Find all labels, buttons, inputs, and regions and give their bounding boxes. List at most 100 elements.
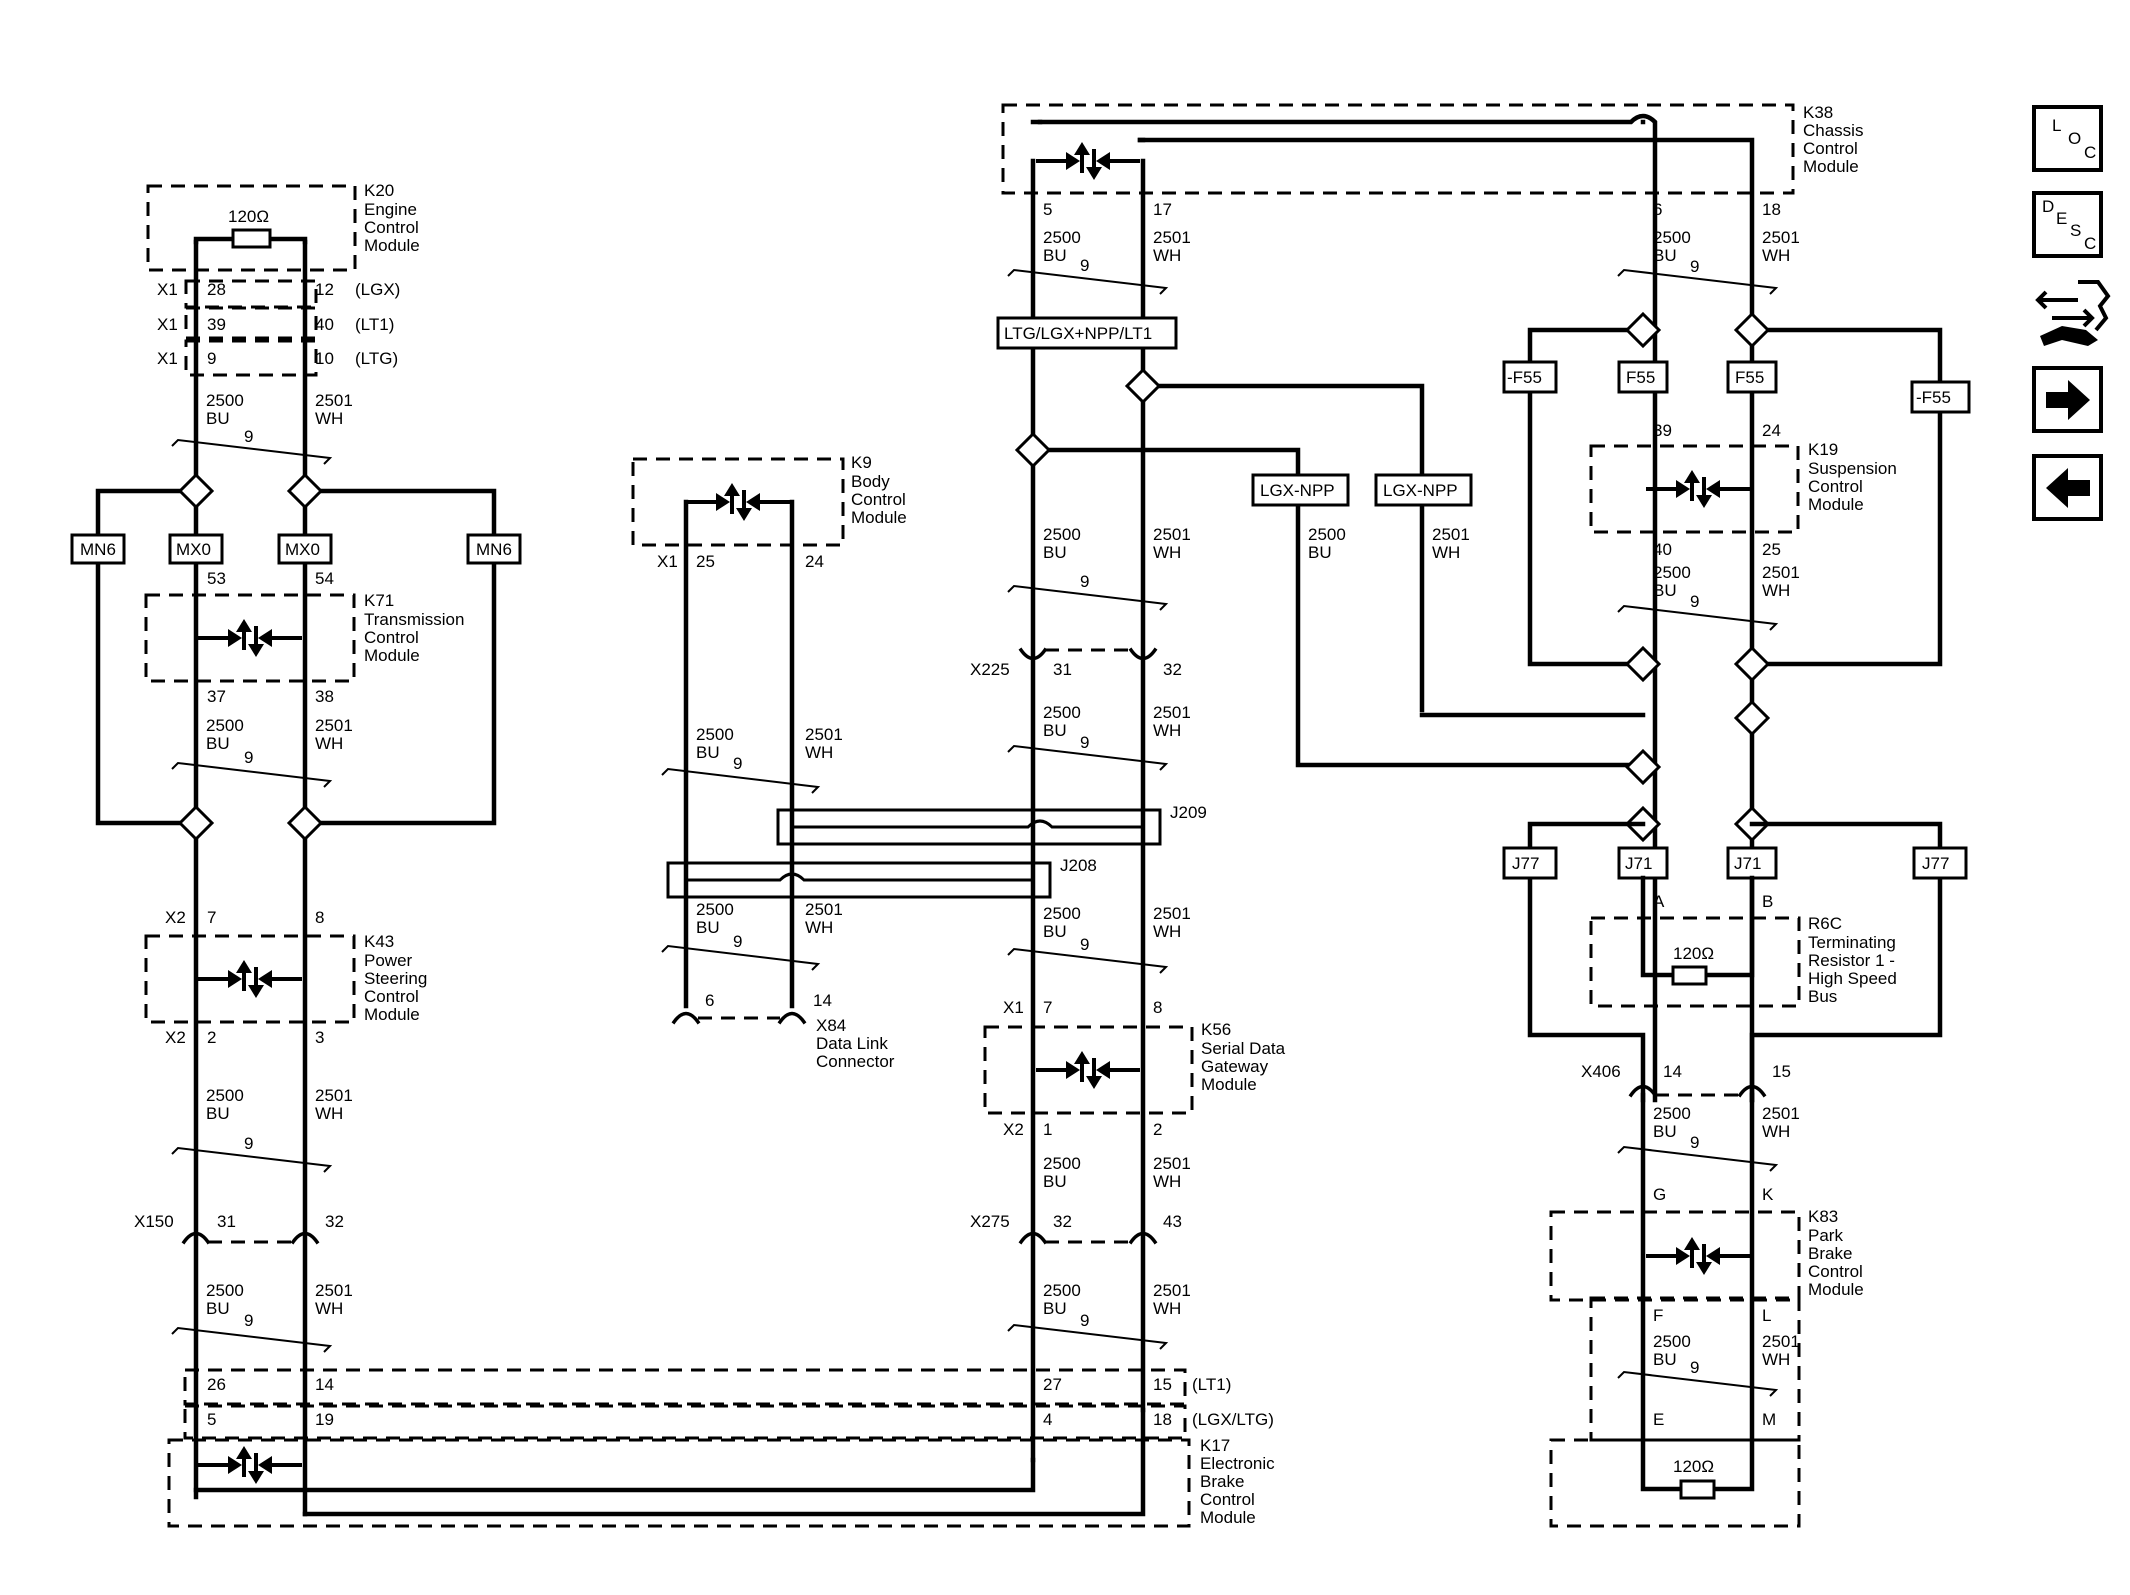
svg-text:MX0: MX0	[176, 540, 211, 559]
k20-resistor-value: 120Ω	[228, 207, 269, 226]
svg-text:Serial Data: Serial Data	[1201, 1039, 1286, 1058]
svg-text:WH: WH	[1762, 581, 1790, 600]
svg-text:9: 9	[1690, 1358, 1699, 1377]
svg-text:K56: K56	[1201, 1020, 1231, 1039]
svg-text:18: 18	[1153, 1410, 1172, 1429]
svg-text:32: 32	[325, 1212, 344, 1231]
svg-text:K83: K83	[1808, 1207, 1838, 1226]
splice-npp-high	[1125, 368, 1161, 404]
svg-text:F55: F55	[1735, 368, 1764, 387]
desc-button[interactable]: D E S C	[2032, 191, 2103, 258]
loc-button[interactable]: L O C	[2032, 105, 2103, 172]
svg-text:18: 18	[1762, 200, 1781, 219]
k71-module-box	[144, 593, 356, 683]
svg-text:WH: WH	[315, 409, 343, 428]
option-mx0-right	[277, 533, 333, 565]
svg-text:LGX-NPP: LGX-NPP	[1260, 481, 1335, 500]
svg-text:15: 15	[1153, 1375, 1172, 1394]
svg-text:2500: 2500	[1653, 1104, 1691, 1123]
svg-text:9: 9	[1080, 733, 1089, 752]
svg-text:9: 9	[1080, 572, 1089, 591]
k20-resistor	[231, 228, 272, 249]
svg-text:2500: 2500	[1043, 525, 1081, 544]
pin-k20-40: 40	[315, 315, 334, 334]
svg-text:2500: 2500	[1043, 228, 1081, 247]
r6c-module-box	[1589, 916, 1801, 1008]
svg-text:9: 9	[1080, 1311, 1089, 1330]
svg-text:BU: BU	[696, 918, 720, 937]
svg-text:120Ω: 120Ω	[1673, 1457, 1714, 1476]
svg-text:Control: Control	[1803, 139, 1858, 158]
svg-text:LGX-NPP: LGX-NPP	[1383, 481, 1458, 500]
svg-text:2501: 2501	[1153, 228, 1191, 247]
option-j77-left	[1502, 846, 1558, 880]
k9-module-box	[631, 457, 845, 547]
k17-comm-icon	[196, 1444, 304, 1486]
svg-text:6: 6	[1653, 200, 1662, 219]
svg-text:26: 26	[207, 1375, 226, 1394]
svg-text:BU: BU	[206, 1299, 230, 1318]
svg-text:X2: X2	[165, 908, 186, 927]
svg-text:2501: 2501	[1153, 703, 1191, 722]
svg-text:Connector: Connector	[816, 1052, 895, 1071]
svg-text:Bus: Bus	[1808, 987, 1837, 1006]
pin-k71-53: 53	[207, 569, 226, 588]
splice-npp-low	[1015, 432, 1051, 468]
svg-text:J71: J71	[1734, 854, 1761, 873]
svg-text:2500: 2500	[206, 391, 244, 410]
svg-text:G: G	[1653, 1185, 1666, 1204]
k43-module-box	[144, 934, 356, 1024]
svg-text:(LT1): (LT1)	[1192, 1375, 1231, 1394]
option-j77-right	[1912, 846, 1968, 880]
splice-k20-low	[178, 473, 214, 509]
svg-text:31: 31	[217, 1212, 236, 1231]
svg-text:9: 9	[244, 1134, 253, 1153]
k56-module-box	[983, 1025, 1194, 1115]
splice-k71-high	[287, 805, 323, 841]
svg-text:2501: 2501	[1762, 1332, 1800, 1351]
svg-text:9: 9	[733, 754, 742, 773]
svg-text:K43: K43	[364, 932, 394, 951]
k83-module-box	[1549, 1210, 1801, 1302]
svg-text:17: 17	[1153, 200, 1172, 219]
svg-text:WH: WH	[1153, 922, 1181, 941]
svg-text:X2: X2	[165, 1028, 186, 1047]
k20-ref: K20	[364, 181, 394, 200]
svg-text:9: 9	[1690, 1133, 1699, 1152]
svg-text:9: 9	[244, 1311, 253, 1330]
svg-text:Park: Park	[1808, 1226, 1843, 1245]
svg-text:6: 6	[705, 991, 714, 1010]
svg-text:43: 43	[1163, 1212, 1182, 1231]
svg-text:F55: F55	[1626, 368, 1655, 387]
svg-text:K19: K19	[1808, 440, 1838, 459]
svg-text:2501: 2501	[315, 716, 353, 735]
svg-text:Module: Module	[364, 646, 420, 665]
k83-comm-icon	[1644, 1235, 1752, 1277]
svg-text:BU: BU	[1043, 721, 1067, 740]
svg-text:9: 9	[733, 932, 742, 951]
k9-comm-icon	[684, 481, 792, 523]
svg-text:2501: 2501	[315, 391, 353, 410]
svg-text:Module: Module	[1803, 157, 1859, 176]
svg-text:WH: WH	[1153, 543, 1181, 562]
right-bus: 6 18 2500 BU 2501 WH 9 -F55 F55 F55 -F55…	[1502, 200, 1971, 1528]
connector-wrench-icon[interactable]	[2035, 280, 2111, 346]
arrow-left-icon[interactable]	[2032, 454, 2103, 521]
svg-text:J77: J77	[1512, 854, 1539, 873]
svg-text:J77: J77	[1922, 854, 1949, 873]
svg-text:BU: BU	[1653, 246, 1677, 265]
arrow-right-icon[interactable]	[2032, 366, 2103, 433]
svg-text:Module: Module	[851, 508, 907, 527]
svg-text:Resistor 1 -: Resistor 1 -	[1808, 951, 1895, 970]
k56-comm-icon	[1034, 1049, 1142, 1091]
svg-text:2501: 2501	[315, 1281, 353, 1300]
svg-text:2500: 2500	[696, 725, 734, 744]
svg-text:Brake: Brake	[1808, 1244, 1852, 1263]
center-bus: K38 Chassis Control Module 5 17 2500 BU …	[970, 103, 1863, 1463]
svg-text:15: 15	[1772, 1062, 1791, 1081]
svg-text:BU: BU	[1308, 543, 1332, 562]
svg-text:BU: BU	[206, 734, 230, 753]
svg-text:2500: 2500	[1043, 1154, 1081, 1173]
svg-text:14: 14	[813, 991, 832, 1010]
svg-text:2500: 2500	[1653, 228, 1691, 247]
